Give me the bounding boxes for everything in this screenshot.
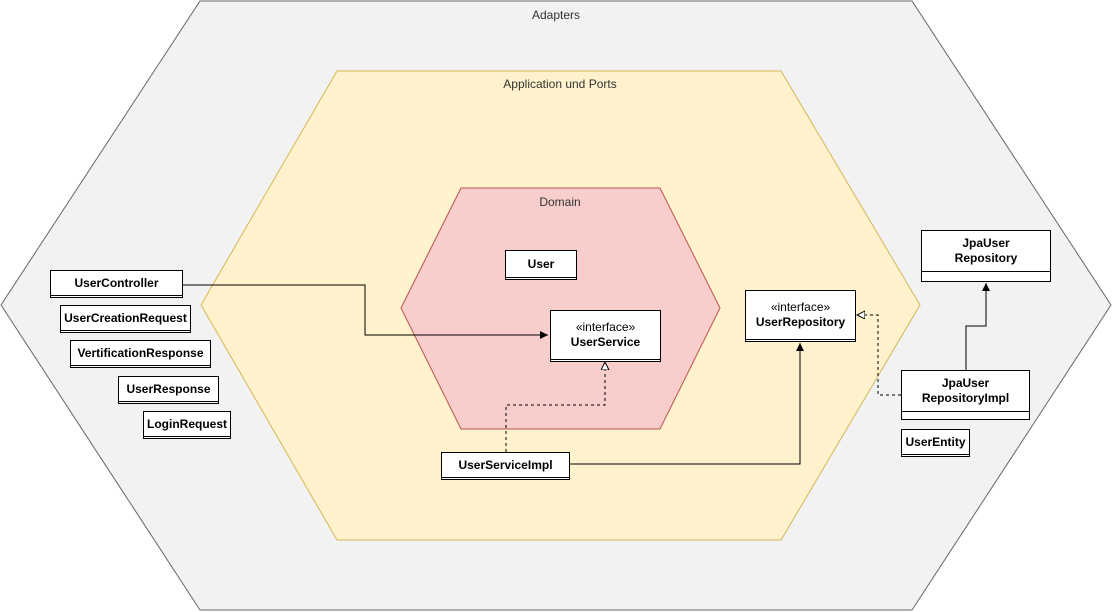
user-service-interface[interactable]: «interface» UserService: [550, 310, 661, 362]
user-service-label: UserService: [570, 335, 641, 349]
jpa-user-repository-impl-class[interactable]: JpaUser RepositoryImpl: [901, 370, 1030, 420]
user-creation-request-class[interactable]: UserCreationRequest: [60, 305, 191, 333]
service-impl-to-repository-edge: [570, 343, 804, 465]
jpa-user-repository-class[interactable]: JpaUser Repository: [921, 230, 1051, 282]
login-request-class[interactable]: LoginRequest: [143, 411, 231, 439]
user-response-class[interactable]: UserResponse: [118, 376, 219, 404]
user-entity-name: UserEntity: [905, 435, 966, 449]
jpa-user-repository-name: JpaUser Repository: [922, 231, 1050, 271]
jpa-impl-realization-edge: [857, 315, 901, 396]
application-label: Application und Ports: [503, 77, 616, 91]
controller-to-service-edge: [183, 284, 548, 339]
user-entity-class[interactable]: UserEntity: [901, 429, 970, 457]
jpa-user-repository-impl-line2: RepositoryImpl: [921, 391, 1010, 405]
login-request-name: LoginRequest: [147, 417, 227, 431]
user-service-impl-name: UserServiceImpl: [458, 458, 553, 472]
user-response-name: UserResponse: [126, 382, 211, 396]
jpa-user-repository-line1: JpaUser: [962, 236, 1010, 250]
jpa-user-repository-impl-line1: JpaUser: [941, 376, 990, 390]
domain-hexagon: [400, 187, 721, 430]
user-repository-interface[interactable]: «interface» UserRepository: [745, 290, 856, 342]
user-repository-name: «interface» UserRepository: [746, 291, 855, 339]
user-service-impl-class[interactable]: UserServiceImpl: [441, 452, 570, 480]
user-repository-stereotype: «interface»: [770, 300, 831, 314]
jpa-user-repository-impl-name: JpaUser RepositoryImpl: [902, 371, 1029, 411]
jpa-impl-to-jpa-repository-edge: [965, 283, 990, 370]
user-creation-request-name: UserCreationRequest: [64, 311, 187, 325]
user-controller-name: UserController: [74, 276, 159, 290]
jpa-user-repository-line2: Repository: [954, 251, 1018, 265]
user-class[interactable]: User: [505, 250, 577, 280]
user-service-stereotype: «interface»: [575, 320, 636, 334]
user-service-name: «interface» UserService: [551, 311, 660, 359]
user-controller-class[interactable]: UserController: [50, 270, 183, 298]
adapters-label: Adapters: [532, 8, 580, 22]
service-impl-realization-edge: [505, 362, 605, 452]
verification-response-name: VertificationResponse: [77, 346, 204, 360]
domain-label: Domain: [539, 195, 580, 209]
user-class-name: User: [527, 257, 555, 271]
verification-response-class[interactable]: VertificationResponse: [70, 340, 211, 368]
user-repository-label: UserRepository: [755, 315, 846, 329]
